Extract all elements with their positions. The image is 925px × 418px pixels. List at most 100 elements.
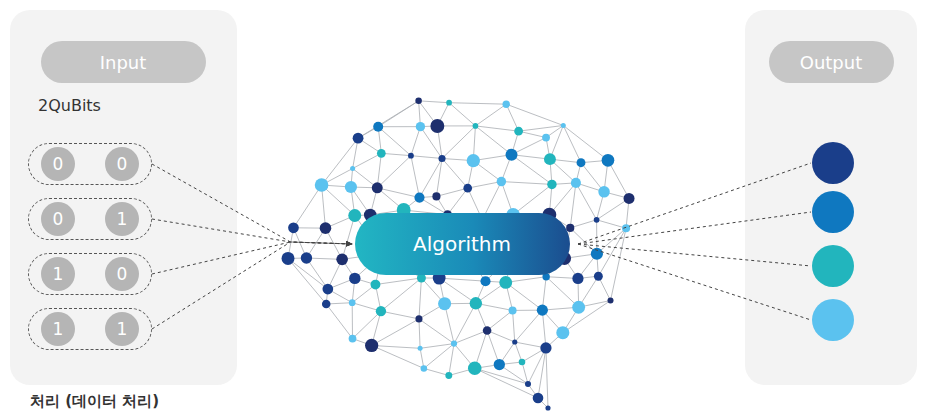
leader-line xyxy=(578,244,811,320)
network-link xyxy=(436,188,467,196)
network-link xyxy=(419,319,454,344)
network-dot xyxy=(432,192,440,200)
network-link xyxy=(419,278,421,319)
network-link xyxy=(442,158,468,188)
qubit-count: 2QuBits xyxy=(38,96,101,115)
network-dot xyxy=(467,154,480,167)
network-dot xyxy=(506,149,518,161)
network-link xyxy=(381,311,419,319)
network-dot xyxy=(468,362,482,376)
network-dot xyxy=(572,301,585,314)
network-link xyxy=(546,348,548,408)
section-note: 처리 (데이터 처리) xyxy=(30,392,159,411)
network-dot xyxy=(594,217,600,223)
output-circle xyxy=(812,299,854,341)
network-dot xyxy=(408,153,414,159)
network-dot xyxy=(371,280,381,290)
network-link xyxy=(475,126,511,155)
network-dot xyxy=(525,381,531,387)
network-link xyxy=(475,368,528,384)
network-dot xyxy=(624,193,635,204)
network-dot xyxy=(415,315,422,322)
network-link xyxy=(563,125,608,160)
qubit-pair: 11 xyxy=(28,308,152,350)
pill-text: Input xyxy=(100,52,147,73)
network-dot xyxy=(542,134,550,142)
network-dot xyxy=(483,326,492,335)
network-link xyxy=(563,125,581,162)
network-link xyxy=(597,198,629,219)
network-link xyxy=(436,158,442,196)
network-dot xyxy=(571,178,581,188)
qubit-pair: 00 xyxy=(28,143,152,185)
input-pill: Input xyxy=(41,41,206,83)
network-dot xyxy=(430,119,444,133)
network-dot xyxy=(376,306,386,316)
qubit-circle: 1 xyxy=(41,312,75,346)
network-link xyxy=(487,331,515,343)
network-link xyxy=(448,188,468,214)
network-link xyxy=(353,311,381,338)
output-circle xyxy=(812,142,854,184)
qubit-circle: 1 xyxy=(41,257,75,291)
network-dot xyxy=(345,181,357,193)
network-link xyxy=(506,104,563,125)
network-link xyxy=(424,344,454,369)
network-dot xyxy=(301,252,312,263)
network-dot xyxy=(547,180,556,189)
network-link xyxy=(377,188,419,198)
output-leaders xyxy=(578,163,811,320)
network-link xyxy=(597,220,626,228)
qubit-circle: 1 xyxy=(105,202,139,236)
qubit-circle: 0 xyxy=(41,202,75,236)
network-link xyxy=(411,156,420,198)
network-dot xyxy=(348,209,361,222)
network-link xyxy=(538,348,546,398)
network-link xyxy=(570,220,596,228)
qubit-circle: 1 xyxy=(105,312,139,346)
network-link xyxy=(372,319,419,346)
network-dot xyxy=(499,276,512,289)
network-link xyxy=(611,228,627,300)
network-link xyxy=(322,138,358,185)
network-dot xyxy=(545,405,550,410)
network-dot xyxy=(445,372,452,379)
network-link xyxy=(468,182,502,189)
network-link xyxy=(506,282,543,310)
network-link xyxy=(475,368,538,398)
network-dot xyxy=(446,100,452,106)
input-connector xyxy=(152,242,353,274)
network-link xyxy=(563,301,611,333)
network-dot xyxy=(556,326,569,339)
network-dot xyxy=(622,224,630,232)
network-dot xyxy=(537,305,548,316)
network-dot xyxy=(421,365,428,372)
leader-line xyxy=(578,212,811,244)
pill-text: Output xyxy=(800,52,863,73)
qubit-circle: 0 xyxy=(41,147,75,181)
network-link xyxy=(381,153,411,155)
network-link xyxy=(449,103,506,104)
network-dot xyxy=(282,252,295,265)
network-link xyxy=(475,126,518,131)
network-dot xyxy=(561,123,566,128)
network-dot xyxy=(322,300,331,309)
network-link xyxy=(411,156,442,159)
network-link xyxy=(419,319,420,348)
network-dot xyxy=(533,393,544,404)
network-link xyxy=(353,153,382,168)
network-link xyxy=(475,104,506,126)
network-dot xyxy=(494,359,505,370)
network-link xyxy=(424,368,449,375)
network-link xyxy=(352,303,353,339)
output-pill: Output xyxy=(769,41,894,83)
network-dot xyxy=(451,341,457,347)
network-dot xyxy=(372,182,383,193)
network-link xyxy=(449,344,454,376)
network-dot xyxy=(577,158,586,167)
input-connector xyxy=(152,219,353,244)
network-link xyxy=(449,103,475,126)
network-dot xyxy=(350,166,355,171)
network-link xyxy=(501,182,552,185)
network-dot xyxy=(418,346,423,351)
